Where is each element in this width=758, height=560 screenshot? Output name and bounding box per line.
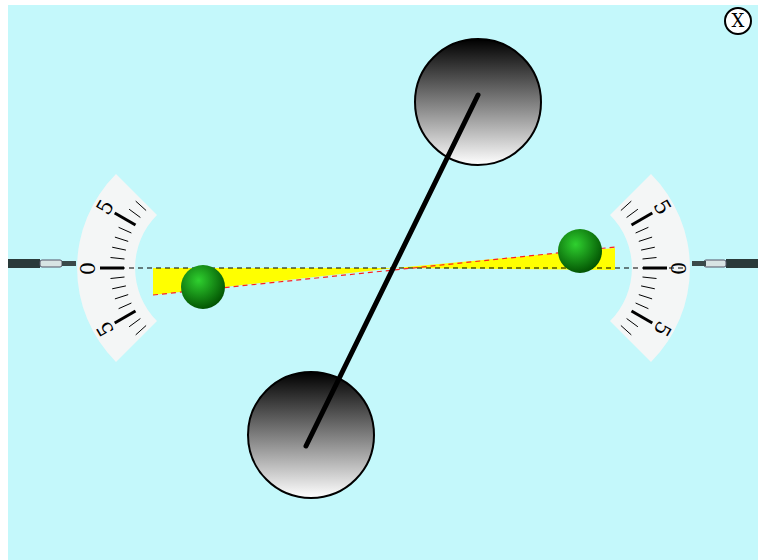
- scale-tick: [129, 209, 140, 217]
- scale-tick: [643, 258, 657, 260]
- small-mass: [181, 265, 225, 309]
- scale-tick: [639, 295, 652, 299]
- scale-tick: [119, 303, 132, 309]
- rod: [306, 95, 478, 446]
- scale-tick: [636, 227, 649, 233]
- scale-tick: [112, 286, 126, 289]
- scale-tick: [115, 213, 136, 225]
- scale-tick: [627, 209, 638, 217]
- scale-tick: [641, 247, 655, 250]
- scale-tick: [643, 277, 657, 279]
- scale-tick: [621, 326, 631, 335]
- scale-tick: [621, 201, 631, 210]
- scale-tick: [115, 295, 128, 299]
- scale-tick: [119, 227, 132, 233]
- scale-tick: [136, 201, 146, 210]
- scale-tick: [632, 213, 653, 225]
- scale-tick: [632, 311, 653, 323]
- large-mass: [415, 39, 541, 165]
- scale-tick: [112, 247, 126, 250]
- small-mass: [558, 229, 602, 273]
- right-scale: [610, 174, 690, 362]
- scale-tick: [115, 311, 136, 323]
- left-scale: [77, 174, 157, 362]
- scale-tick: [636, 303, 649, 309]
- scale-tick: [111, 277, 125, 279]
- fibre-plugs: [8, 259, 758, 268]
- scale-tick: [627, 319, 638, 327]
- scale-tick: [129, 319, 140, 327]
- scale-number: 0: [667, 261, 688, 274]
- scale-tick: [115, 237, 128, 241]
- scale-tick: [136, 326, 146, 335]
- background: [8, 5, 758, 560]
- scale-tick: [111, 258, 125, 260]
- close-button: X: [724, 7, 752, 35]
- close-label: X: [732, 12, 745, 30]
- scale-tick: [639, 237, 652, 241]
- scale-tick: [641, 286, 655, 289]
- scale-number: 0: [78, 261, 99, 274]
